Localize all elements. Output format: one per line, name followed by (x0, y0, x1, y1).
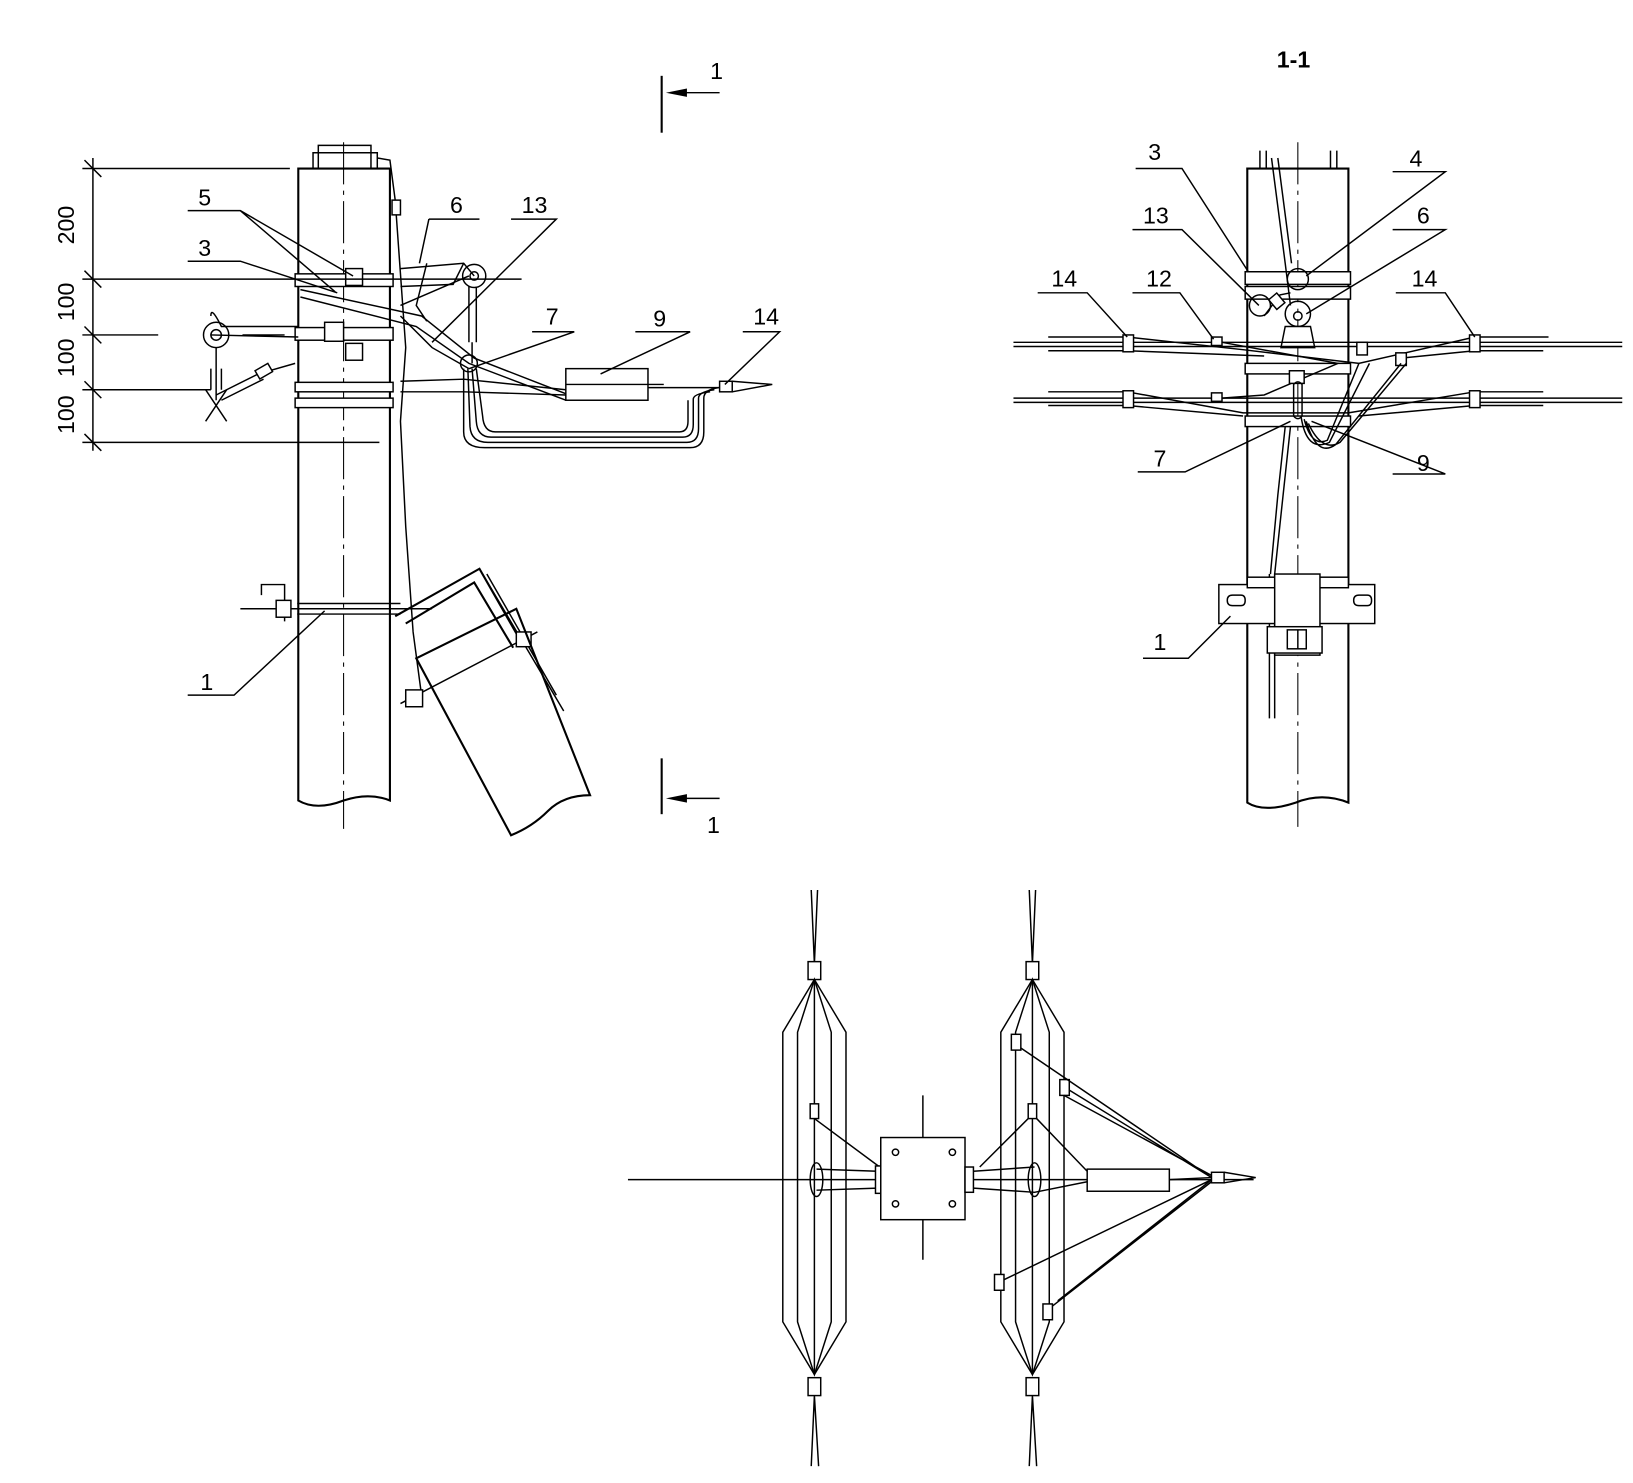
side-view-callouts: 5 3 6 13 7 9 14 1 (187, 184, 782, 696)
callout-7: 7 (1154, 446, 1167, 472)
left-cable-bundle (782, 889, 881, 1467)
section-title: 1-1 (1277, 46, 1311, 72)
section-view: 1-1 (1013, 46, 1623, 827)
callout-3: 3 (198, 235, 211, 261)
dimension-100-b: 100 (53, 338, 79, 377)
section-marker-bottom: 1 (660, 758, 720, 838)
center-plate (874, 1136, 975, 1221)
callout-14: 14 (753, 303, 779, 329)
section-hardware (1013, 157, 1623, 719)
callout-1: 1 (1154, 629, 1167, 655)
junction-box (1086, 1168, 1171, 1192)
callout-14-left: 14 (1051, 265, 1077, 291)
section-marker-top: 1 (660, 58, 723, 133)
section-label-bottom: 1 (707, 812, 720, 838)
side-view: 200 100 100 100 1 1 (53, 58, 782, 838)
tilted-pole (414, 607, 592, 837)
callout-6: 6 (450, 192, 463, 218)
dimension-200: 200 (53, 206, 79, 245)
section-label-top: 1 (710, 58, 723, 84)
dimension-100-c: 100 (53, 395, 79, 434)
callout-4: 4 (1409, 145, 1422, 171)
callout-13: 13 (522, 192, 548, 218)
callout-9: 9 (653, 306, 666, 332)
callout-6: 6 (1417, 202, 1430, 228)
callout-1: 1 (200, 669, 213, 695)
section-view-callouts: 3 4 13 6 14 12 14 7 9 1 (1037, 139, 1476, 660)
pole-top-cap (312, 144, 379, 169)
pole (1246, 167, 1350, 809)
callout-14-right: 14 (1412, 265, 1438, 291)
callout-9: 9 (1417, 450, 1430, 476)
pole-bands (294, 267, 394, 409)
callout-12: 12 (1146, 265, 1172, 291)
callout-13: 13 (1143, 202, 1169, 228)
dimension-100-a: 100 (53, 283, 79, 322)
callout-3: 3 (1148, 139, 1161, 165)
callout-7: 7 (546, 303, 559, 329)
right-cable-bundle (973, 889, 1256, 1467)
dimension-chain: 200 100 100 100 (53, 157, 522, 452)
callout-5: 5 (198, 184, 211, 210)
plan-view (627, 889, 1256, 1467)
cable-hardware (202, 157, 773, 837)
